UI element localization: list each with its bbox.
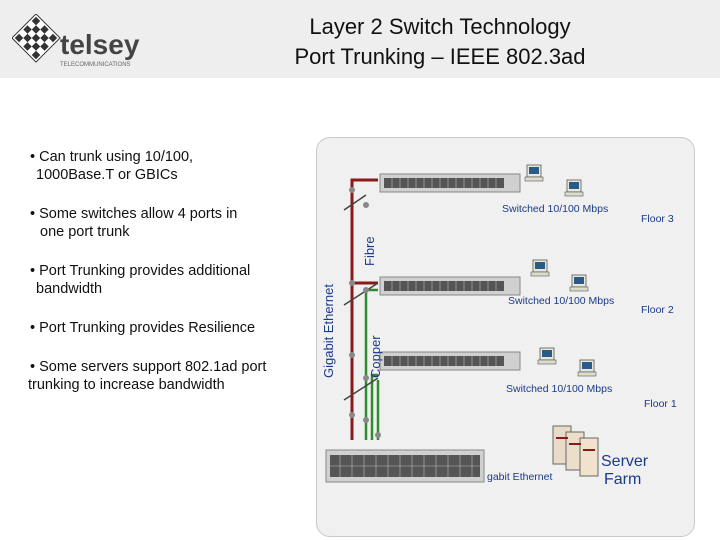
bullet-4-line-1: • Port Trunking provides Resilience (30, 320, 256, 336)
switch-floor-3 (379, 173, 521, 193)
floor-3-label: Floor 3 (641, 213, 674, 225)
floor-3-switch-label: Switched 10/100 Mbps (502, 203, 608, 215)
floor-2-switch-label: Switched 10/100 Mbps (508, 295, 614, 307)
switch-floor-2 (379, 276, 521, 296)
logo-text: telsey (60, 29, 140, 60)
logo-tagline: TELECOMMUNICATIONS (60, 62, 131, 68)
pc-icon (530, 259, 550, 277)
server-label-line-1: Server (601, 453, 649, 470)
floor-2-label: Floor 2 (641, 304, 674, 316)
fibre-label: Fibre (362, 236, 377, 266)
floor-1-switch-label: Switched 10/100 Mbps (506, 383, 612, 395)
bullet-5-line-2: trunking to increase bandwidth (28, 377, 225, 393)
bullet-2-line-1: • Some switches allow 4 ports in (30, 206, 238, 222)
bullet-5-line-1: • Some servers support 802.1ad port (30, 359, 267, 375)
gigabit-ethernet-label: Gigabit Ethernet (321, 284, 336, 378)
gigabit-divider-top (343, 194, 367, 211)
switch-floor-1 (379, 351, 521, 371)
bullet-3-line-1: • Port Trunking provides additional (30, 263, 251, 279)
gigabit-divider-mid (343, 282, 379, 306)
server-label-line-2: Farm (604, 471, 641, 488)
connector-dots (349, 187, 381, 438)
pc-icon (564, 179, 584, 197)
slide-title-line-2: Port Trunking – IEEE 802.3ad (294, 44, 586, 69)
pc-icon (577, 359, 597, 377)
bullet-3-line-2: bandwidth (36, 281, 103, 297)
telsey-logo: telsey TELECOMMUNICATIONS (12, 14, 140, 68)
bullet-1-line-2: 1000Base.T or GBICs (36, 167, 178, 183)
core-switch-label: gabit Ethernet (487, 471, 552, 483)
pc-icon (537, 347, 557, 365)
core-switch (325, 449, 485, 483)
pc-icon (524, 164, 544, 182)
server-icon (552, 425, 599, 477)
header-bar (0, 0, 720, 78)
floor-1-label: Floor 1 (644, 398, 677, 410)
bullet-1-line-1: • Can trunk using 10/100, (30, 149, 194, 165)
copper-label: Copper (368, 335, 383, 378)
bullet-2-line-2: one port trunk (40, 224, 130, 240)
slide-title-line-1: Layer 2 Switch Technology (309, 14, 571, 39)
pc-icon (569, 274, 589, 292)
gigabit-divider-bottom (343, 377, 379, 401)
